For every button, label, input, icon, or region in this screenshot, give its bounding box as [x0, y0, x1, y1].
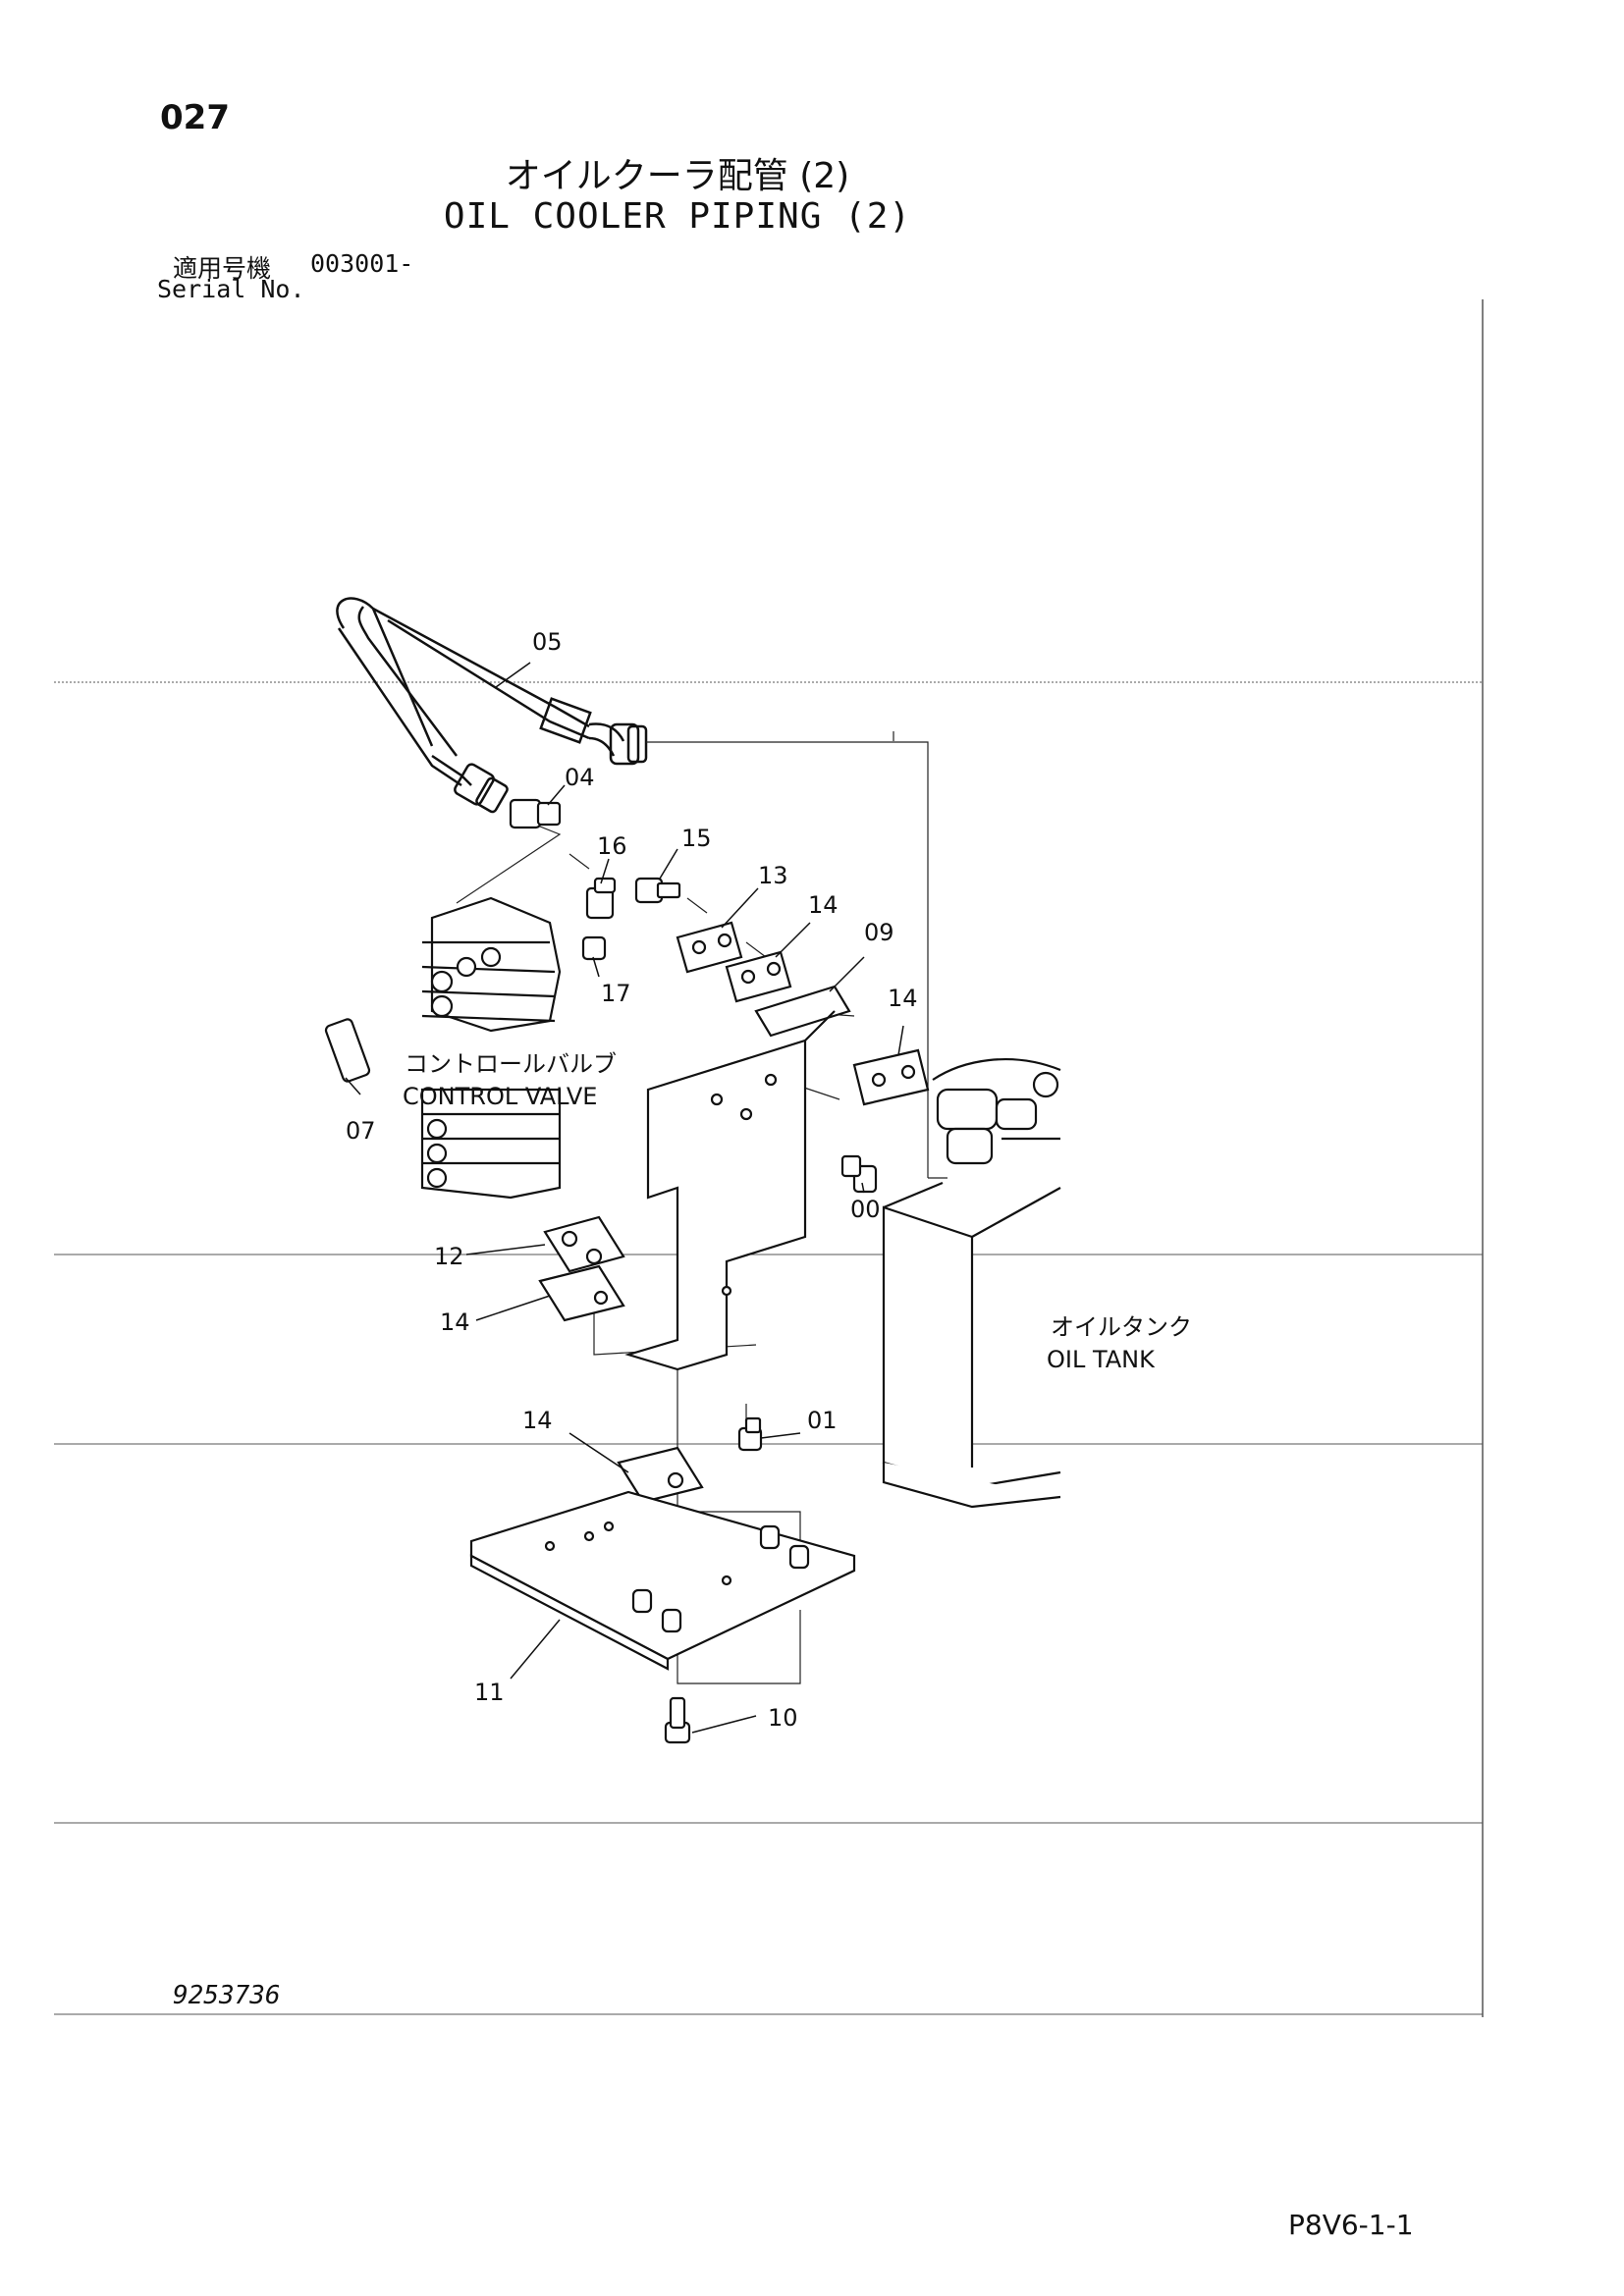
oil-tank-caption: OIL TANK: [1047, 1346, 1156, 1373]
oil-tank-caption-japanese: オイルタンク: [1051, 1313, 1192, 1341]
oil-tank: [882, 1058, 1061, 1509]
callout-17: 17: [601, 980, 631, 1007]
control-valve-block: [420, 896, 562, 1200]
callout-00: 00: [850, 1196, 881, 1223]
callout-11: 11: [474, 1679, 505, 1706]
callout-09: 09: [864, 919, 894, 946]
page-code: P8V6-1-1: [1288, 2209, 1414, 2241]
callout-07: 07: [346, 1117, 376, 1145]
callout-10: 10: [768, 1704, 798, 1732]
drawing-number: 9253736: [173, 1981, 281, 2010]
base-plate: [469, 1490, 856, 1671]
control-valve-caption-japanese: コントロールバルブ: [405, 1050, 617, 1078]
callout-14-lower: 14: [440, 1308, 470, 1336]
serial-number-value: 003001-: [310, 249, 414, 278]
page-title-japanese: オイルクーラ配管 (2): [505, 156, 850, 196]
callout-16: 16: [597, 832, 627, 860]
shim-plates: [538, 921, 930, 1504]
fittings: [324, 798, 878, 1744]
callout-05: 05: [532, 628, 563, 656]
serial-label-japanese: 適用号機: [173, 254, 272, 283]
page-frame: [54, 299, 1484, 2017]
callout-14-upper: 14: [808, 891, 839, 919]
callout-15: 15: [681, 825, 712, 852]
page-title: OIL COOLER PIPING (2): [443, 196, 912, 237]
callout-14-right: 14: [888, 985, 918, 1012]
part-callouts: 05 04 16 15 13 14 09 14 17 07 00 12 14 1…: [346, 628, 918, 1732]
component-captions: コントロールバルブ CONTROL VALVE オイルタンク OIL TANK: [403, 1050, 1192, 1373]
callout-01: 01: [807, 1407, 838, 1434]
mounting-bracket: [624, 985, 851, 1371]
control-valve-caption: CONTROL VALVE: [403, 1083, 597, 1110]
serial-label: Serial No.: [157, 275, 305, 303]
callout-04: 04: [565, 764, 595, 791]
page-number: 027: [160, 98, 230, 137]
hose-pipe: [336, 597, 648, 814]
callout-leaders: [345, 662, 904, 1734]
callout-12: 12: [434, 1243, 464, 1270]
callout-14-bottom: 14: [522, 1407, 553, 1434]
callout-13: 13: [758, 862, 788, 889]
